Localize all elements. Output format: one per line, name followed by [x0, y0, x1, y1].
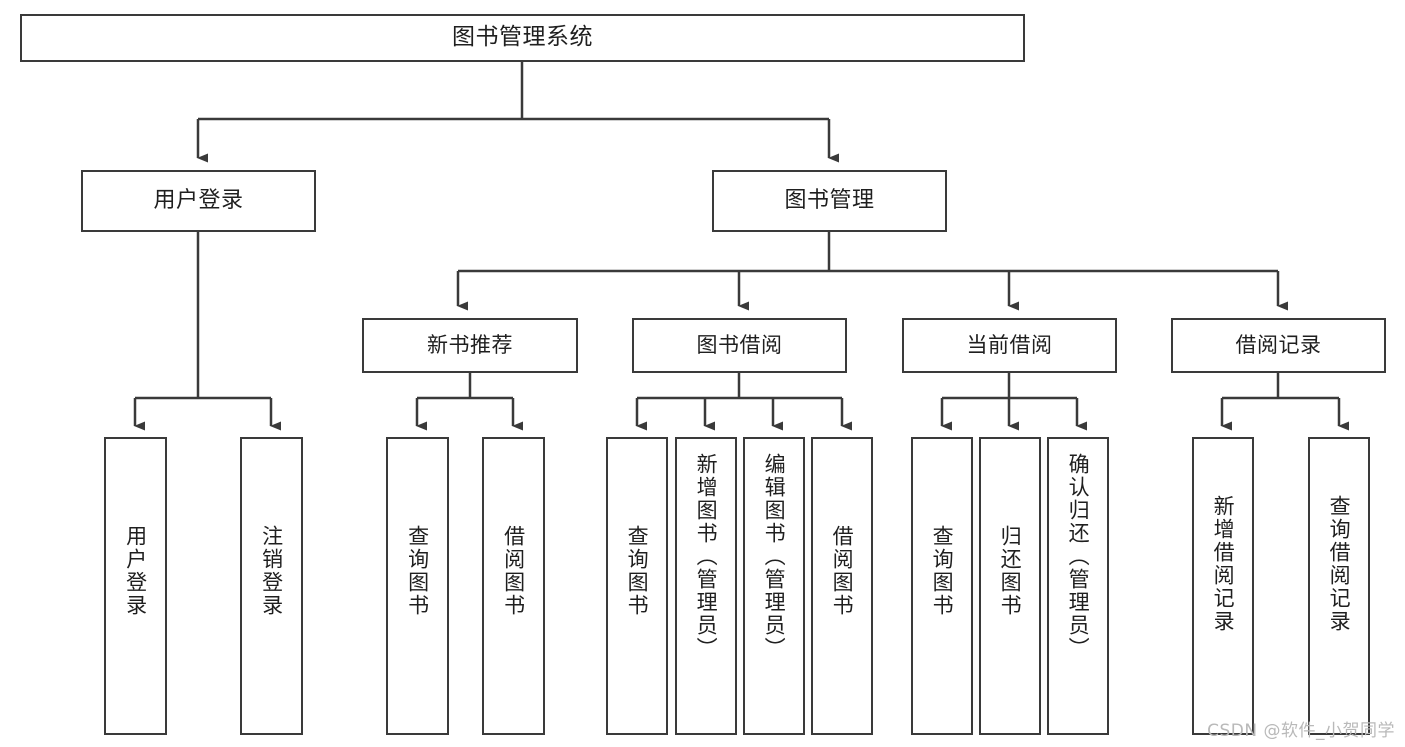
- leaf-borrow-borrow-book[interactable]: 借阅图书: [811, 437, 873, 735]
- node-current-borrow[interactable]: 当前借阅: [902, 318, 1117, 373]
- node-book-borrow[interactable]: 图书借阅: [632, 318, 847, 373]
- node-label: 查询图书: [405, 525, 430, 617]
- node-label: 查询图书: [625, 525, 650, 617]
- node-label: 图书管理: [784, 187, 875, 213]
- node-label: 借阅图书: [830, 525, 855, 617]
- node-label: 确认归还（管理员）: [1066, 453, 1091, 660]
- node-label: 新增图书（管理员）: [694, 453, 719, 660]
- leaf-user-login-logout[interactable]: 注销登录: [240, 437, 303, 735]
- node-borrow-record[interactable]: 借阅记录: [1171, 318, 1386, 373]
- node-label: 查询借阅记录: [1327, 495, 1352, 633]
- node-label: 用户登录: [123, 525, 148, 617]
- node-label: 当前借阅: [966, 332, 1053, 357]
- node-label: 新增借阅记录: [1211, 495, 1236, 633]
- node-root-system[interactable]: 图书管理系统: [20, 14, 1025, 62]
- node-label: 借阅记录: [1235, 332, 1322, 357]
- node-label: 借阅图书: [501, 525, 526, 617]
- node-user-login[interactable]: 用户登录: [81, 170, 316, 232]
- node-label: 归还图书: [998, 525, 1023, 617]
- leaf-current-confirm-return-admin[interactable]: 确认归还（管理员）: [1047, 437, 1109, 735]
- node-label: 图书管理系统: [452, 24, 593, 51]
- node-label: 查询图书: [930, 525, 955, 617]
- leaf-current-query-book[interactable]: 查询图书: [911, 437, 973, 735]
- node-label: 编辑图书（管理员）: [762, 453, 787, 660]
- leaf-borrow-query-book[interactable]: 查询图书: [606, 437, 668, 735]
- node-label: 新书推荐: [427, 332, 513, 357]
- leaf-user-login-login[interactable]: 用户登录: [104, 437, 167, 735]
- leaf-recommend-query-book[interactable]: 查询图书: [386, 437, 449, 735]
- watermark-text: CSDN @软件_小贺同学: [1207, 721, 1395, 741]
- leaf-borrow-add-book-admin[interactable]: 新增图书（管理员）: [675, 437, 737, 735]
- node-new-book-recommend[interactable]: 新书推荐: [362, 318, 578, 373]
- leaf-recommend-borrow-book[interactable]: 借阅图书: [482, 437, 545, 735]
- leaf-current-return-book[interactable]: 归还图书: [979, 437, 1041, 735]
- leaf-record-add-record[interactable]: 新增借阅记录: [1192, 437, 1254, 735]
- node-label: 图书借阅: [696, 332, 783, 357]
- node-label: 注销登录: [259, 525, 284, 617]
- node-label: 用户登录: [153, 187, 244, 213]
- leaf-borrow-edit-book-admin[interactable]: 编辑图书（管理员）: [743, 437, 805, 735]
- node-book-management[interactable]: 图书管理: [712, 170, 947, 232]
- leaf-record-query-record[interactable]: 查询借阅记录: [1308, 437, 1370, 735]
